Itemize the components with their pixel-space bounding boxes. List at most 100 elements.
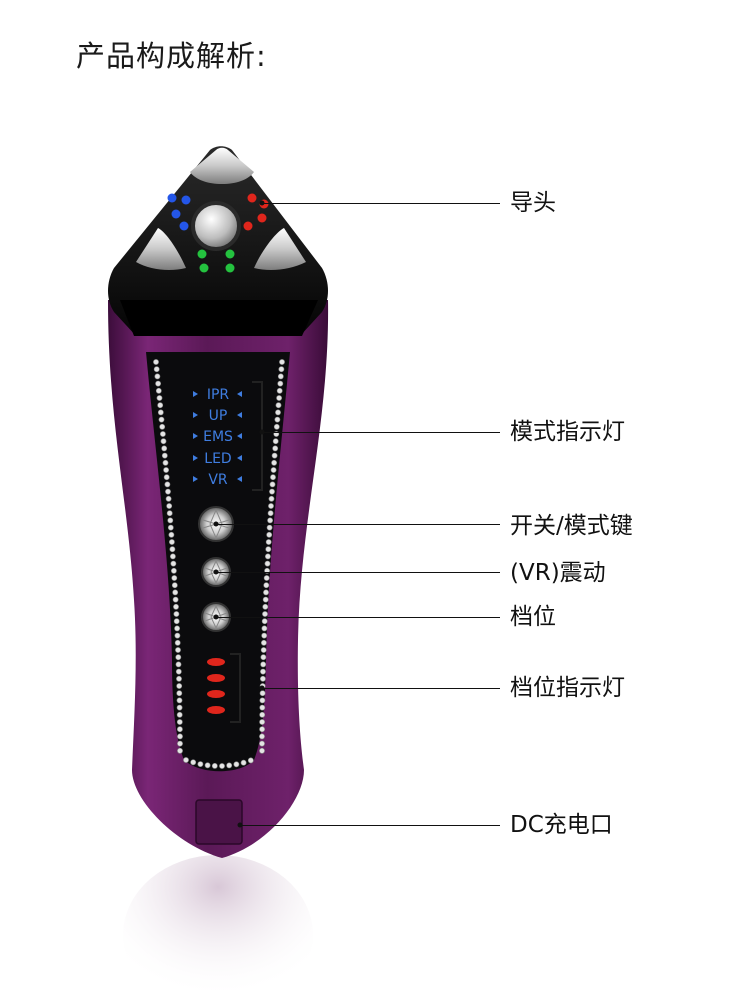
rhinestone — [259, 719, 265, 725]
head-leds — [167, 193, 269, 273]
rhinestone — [276, 387, 283, 394]
rhinestone — [265, 539, 272, 545]
rhinestone — [277, 380, 284, 387]
rhinestone-border — [153, 359, 285, 769]
callout-line-mode-indicator — [262, 432, 500, 433]
rhinestone — [172, 589, 179, 596]
rhinestone — [233, 761, 240, 768]
callout-dc-port: DC充电口 — [510, 812, 613, 838]
probe-knob — [191, 201, 241, 251]
rhinestone — [159, 423, 166, 430]
rhinestone — [154, 373, 161, 380]
rhinestone — [266, 531, 273, 538]
rhinestone — [176, 675, 182, 682]
rhinestone — [163, 467, 169, 473]
rhinestone — [260, 668, 266, 675]
rhinestone — [259, 675, 266, 682]
rhinestone — [158, 416, 165, 423]
rhinestone — [171, 582, 178, 589]
callout-line-probe-head — [262, 203, 500, 204]
dc-port[interactable] — [195, 799, 243, 845]
rhinestone — [190, 759, 197, 766]
rhinestone — [275, 409, 281, 416]
rhinestone — [173, 618, 180, 625]
rhinestone — [263, 582, 270, 589]
rhinestone — [263, 589, 269, 596]
rhinestone — [264, 553, 271, 560]
rhinestone — [157, 402, 164, 409]
head-bottom-band — [120, 300, 318, 336]
rhinestone — [155, 387, 162, 394]
rhinestone — [259, 697, 266, 704]
rhinestone — [171, 575, 178, 581]
callout-line-dc-port — [240, 825, 500, 826]
rhinestone — [276, 395, 282, 401]
rhinestone — [271, 459, 277, 466]
rhinestone — [259, 690, 266, 697]
rhinestone — [168, 531, 175, 538]
rhinestone — [260, 654, 267, 661]
rhinestone — [170, 560, 177, 567]
rhinestone — [271, 452, 278, 459]
rhinestone — [165, 488, 171, 495]
rhinestone — [174, 639, 181, 646]
rhinestone — [161, 445, 168, 452]
rhinestone — [259, 726, 265, 733]
rhinestone — [259, 747, 265, 754]
rhinestone — [279, 359, 285, 365]
rhinestone — [261, 618, 268, 625]
rhinestone — [159, 431, 166, 437]
rhinestone — [265, 546, 272, 553]
rhinestone — [266, 524, 273, 531]
rhinestone — [275, 402, 282, 409]
rhinestone — [267, 510, 274, 517]
callout-line-power-mode-key — [216, 524, 500, 525]
right-electrode — [254, 228, 306, 270]
rhinestone — [274, 416, 281, 423]
rhinestone — [155, 380, 161, 387]
rhinestone — [247, 757, 254, 764]
callout-level-indicator: 档位指示灯 — [510, 675, 625, 701]
rhinestone — [268, 503, 274, 509]
rhinestone — [240, 759, 247, 766]
rhinestone — [177, 733, 183, 740]
top-electrode — [190, 147, 254, 184]
rhinestone — [211, 763, 218, 769]
rhinestone — [197, 761, 204, 767]
rhinestone — [175, 654, 182, 661]
rhinestone — [219, 763, 225, 769]
rhinestone — [169, 546, 176, 553]
rhinestone — [153, 366, 160, 373]
mode-label-up: UP — [208, 408, 228, 424]
rhinestone — [176, 690, 183, 697]
rhinestone — [177, 740, 183, 747]
rhinestone — [261, 632, 268, 639]
rhinestone — [169, 553, 176, 560]
mode-label-led: LED — [204, 451, 232, 467]
rhinestone — [162, 459, 169, 466]
rhinestone — [273, 423, 280, 430]
rhinestone — [269, 481, 276, 488]
rhinestone — [270, 474, 276, 481]
callout-level: 档位 — [510, 604, 556, 630]
rhinestone — [175, 647, 181, 653]
rhinestone — [277, 373, 284, 380]
rhinestone — [174, 625, 180, 632]
level-bracket — [230, 653, 241, 723]
rhinestone — [278, 366, 285, 373]
rhinestone — [174, 632, 181, 639]
rhinestone — [160, 438, 167, 445]
rhinestone — [269, 488, 275, 495]
callout-mode-indicator: 模式指示灯 — [510, 419, 625, 445]
mode-label-ipr: IPR — [206, 387, 230, 403]
rhinestone — [173, 603, 179, 610]
rhinestone — [175, 661, 182, 668]
rhinestone — [177, 747, 183, 754]
rhinestone — [153, 359, 159, 365]
device-reflection — [123, 855, 313, 1008]
rhinestone — [263, 575, 270, 581]
rhinestone — [157, 409, 164, 416]
rhinestone — [172, 596, 179, 603]
rhinestone — [264, 560, 271, 567]
mode-bracket — [252, 381, 263, 491]
